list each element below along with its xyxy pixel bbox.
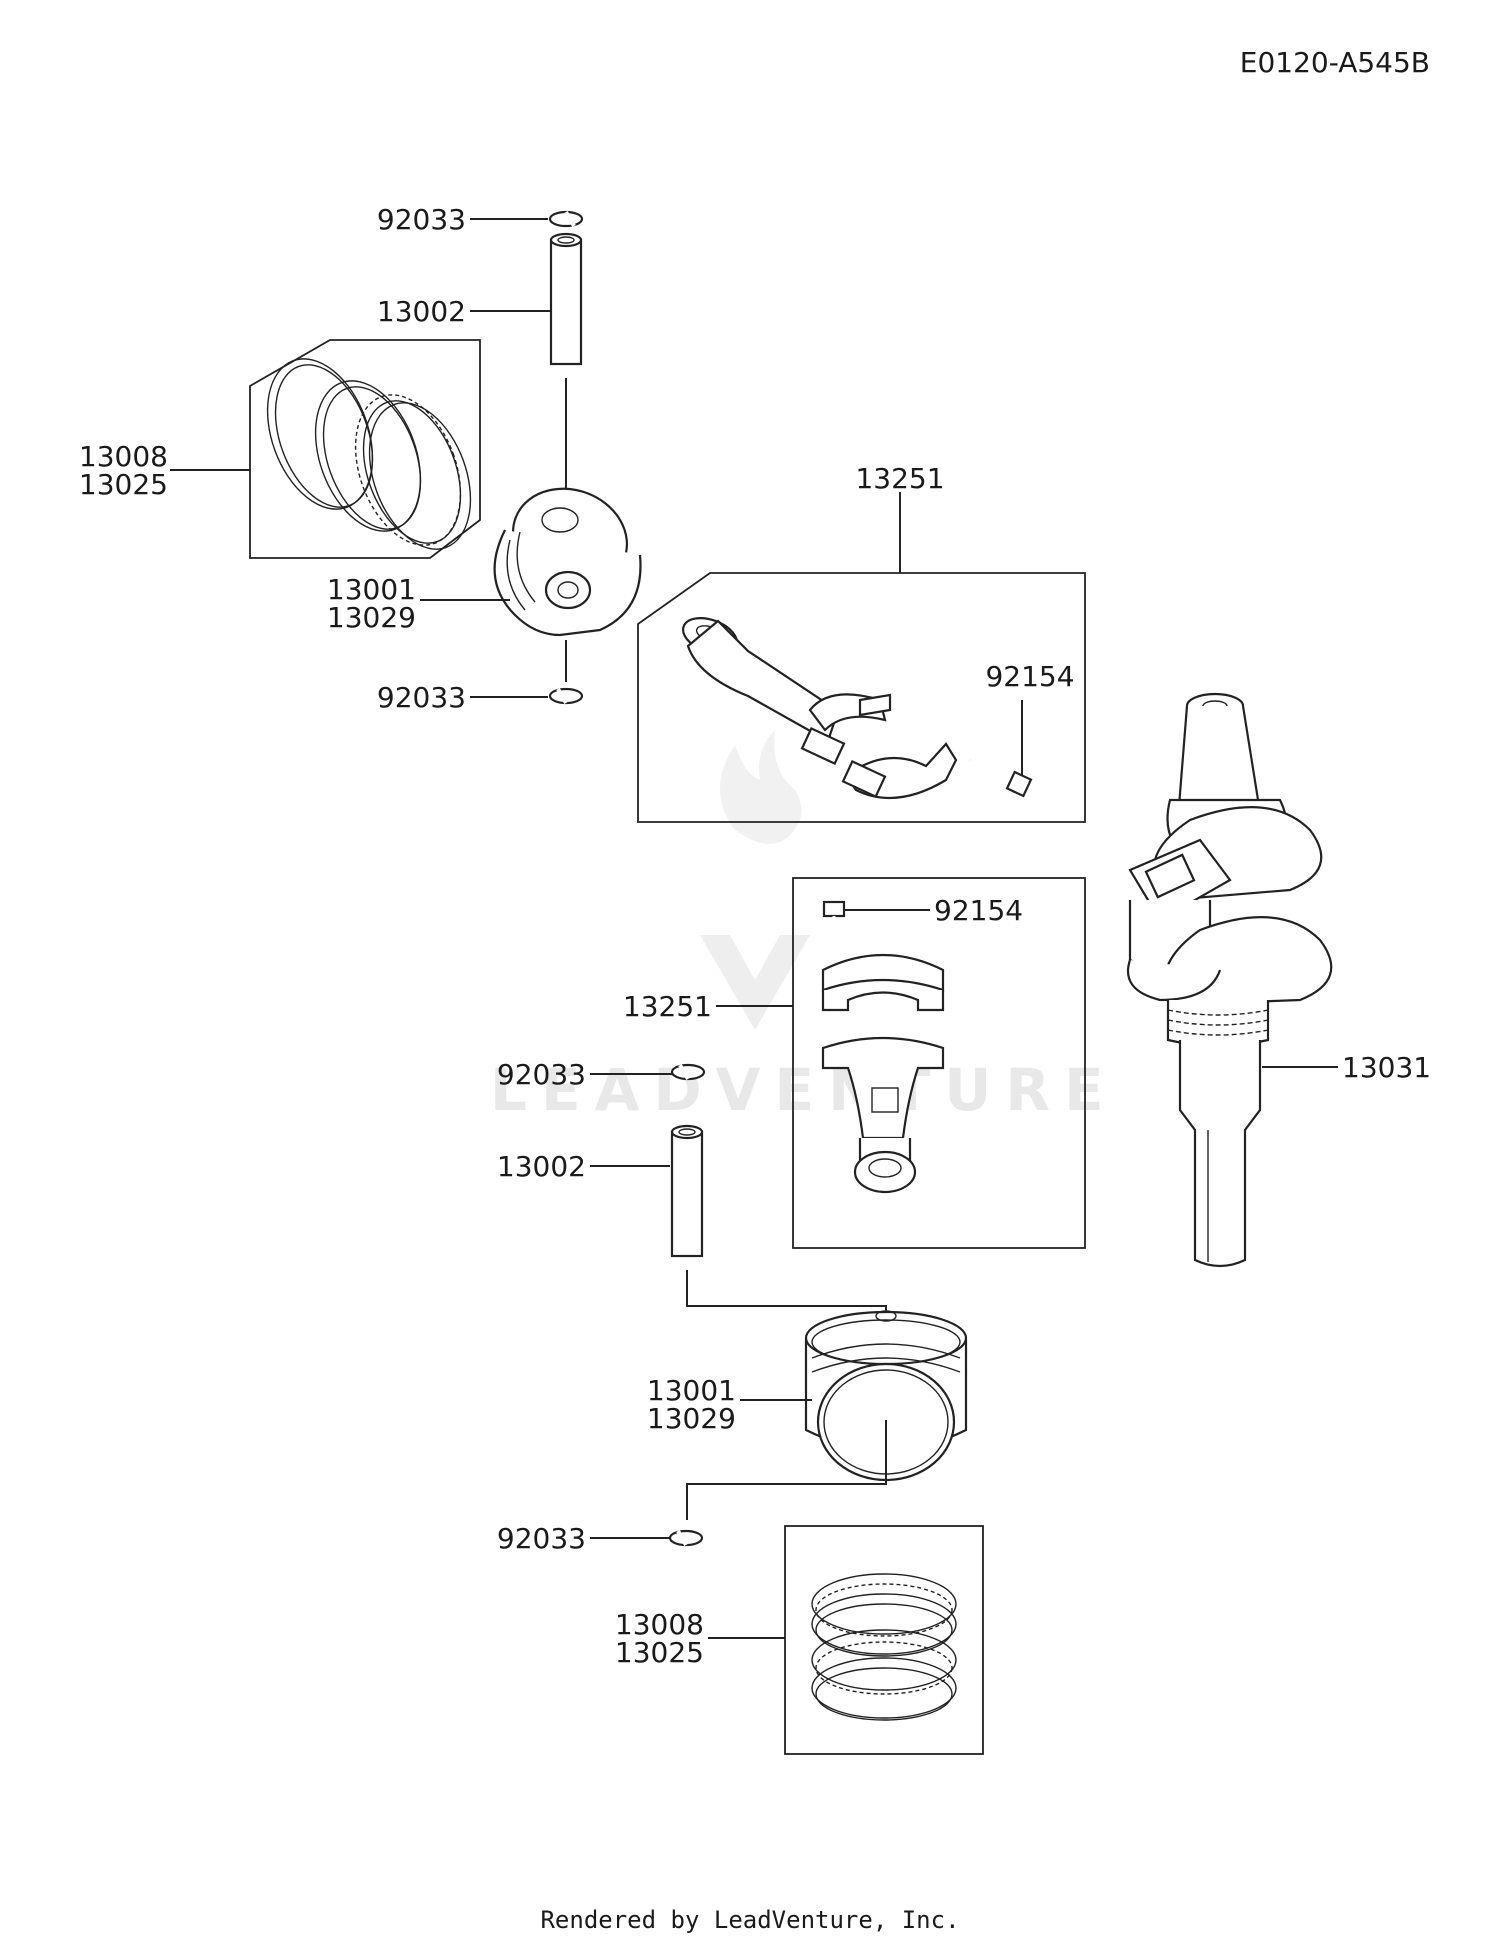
snap-ring-part[interactable] xyxy=(548,687,584,705)
callout-13251-b[interactable]: 13251 xyxy=(623,990,712,1023)
callout-13025-a[interactable]: 13025 xyxy=(79,468,168,501)
footer-credit: Rendered by LeadVenture, Inc. xyxy=(540,1906,959,1934)
crankshaft-part[interactable] xyxy=(1126,692,1333,1268)
callout-13029-b[interactable]: 13029 xyxy=(647,1402,736,1435)
snap-ring-part[interactable] xyxy=(668,1529,704,1547)
callout-13251-a[interactable]: 13251 xyxy=(855,462,944,495)
callout-13031[interactable]: 13031 xyxy=(1342,1051,1431,1084)
conrod-bolt-part[interactable] xyxy=(822,900,846,958)
connecting-rod-part[interactable] xyxy=(678,611,958,800)
callout-13002-a[interactable]: 13002 xyxy=(377,295,466,328)
piston-ring-set-part[interactable] xyxy=(811,1573,957,1721)
watermark: LEADVENTURE xyxy=(490,730,1118,1124)
connecting-rod-part[interactable] xyxy=(821,953,945,1194)
callout-92033-c[interactable]: 92033 xyxy=(497,1058,586,1091)
callout-92154-a[interactable]: 92154 xyxy=(985,660,1074,693)
callout-13025-b[interactable]: 13025 xyxy=(615,1636,704,1669)
piston-pin-part[interactable] xyxy=(670,1124,704,1258)
callout-13001-b[interactable]: 13001 xyxy=(647,1374,736,1407)
callout-13002-b[interactable]: 13002 xyxy=(497,1150,586,1183)
callout-13001-a[interactable]: 13001 xyxy=(327,573,416,606)
callout-92033-d[interactable]: 92033 xyxy=(497,1522,586,1555)
callout-13029-a[interactable]: 13029 xyxy=(327,601,416,634)
watermark-text: LEADVENTURE xyxy=(490,1056,1118,1124)
piston-part[interactable] xyxy=(493,473,642,637)
callout-92154-b[interactable]: 92154 xyxy=(934,894,1023,927)
callout-13008-a[interactable]: 13008 xyxy=(79,440,168,473)
callout-13008-b[interactable]: 13008 xyxy=(615,1608,704,1641)
piston-ring-set-part[interactable] xyxy=(248,344,489,563)
callout-92033-a[interactable]: 92033 xyxy=(377,203,466,236)
callout-92033-b[interactable]: 92033 xyxy=(377,681,466,714)
piston-pin-part[interactable] xyxy=(549,232,583,366)
snap-ring-part[interactable] xyxy=(670,1063,706,1081)
diagram-code: E0120-A545B xyxy=(1240,46,1430,79)
snap-ring-part[interactable] xyxy=(548,210,584,228)
conrod-bolt-part[interactable] xyxy=(969,758,1033,798)
